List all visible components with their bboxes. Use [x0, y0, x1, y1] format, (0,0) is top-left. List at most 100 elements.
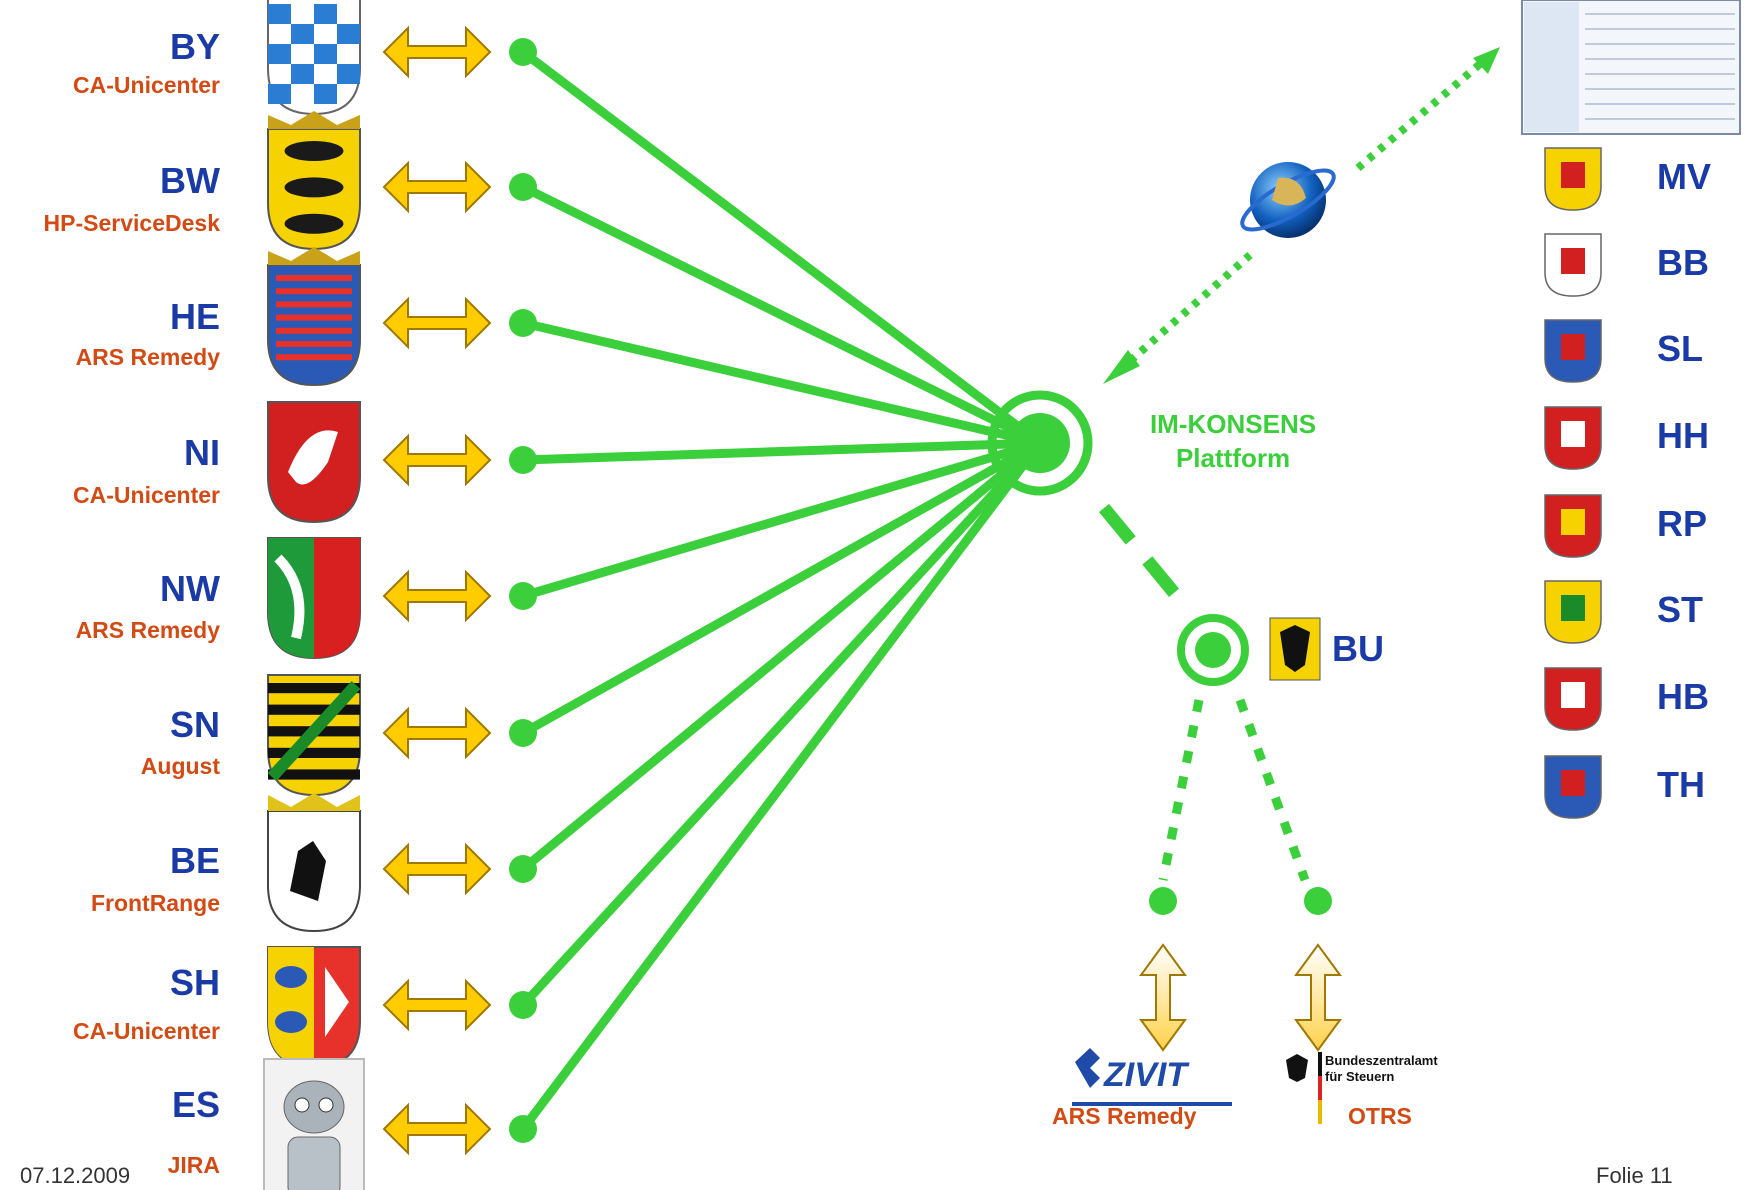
hesse-crest: [267, 247, 361, 387]
zivit-underline: [1072, 1102, 1232, 1106]
berlin-crest: [267, 793, 361, 933]
spoke-endpoint: [509, 309, 537, 337]
crown: [268, 793, 360, 811]
stripe: [276, 275, 352, 281]
state-code: RP: [1657, 503, 1708, 544]
state-code: SN: [169, 704, 220, 745]
bremen-crest: [1544, 667, 1602, 731]
bzst-logo-text: Bundeszentralamt für Steuern: [1325, 1053, 1438, 1084]
charge: [1561, 248, 1585, 274]
river: [274, 554, 305, 640]
spoke-endpoint: [509, 173, 537, 201]
stripe: [268, 747, 360, 758]
double-arrow-icon: [382, 978, 492, 1032]
platform-name: IM-KONSENS: [1149, 409, 1317, 439]
bzst-endpoint: [1304, 887, 1332, 915]
state-code: MV: [1657, 156, 1711, 197]
spoke-endpoint: [509, 991, 537, 1019]
stripe: [276, 301, 352, 308]
platform-subtitle: Plattform: [1175, 442, 1291, 473]
bear: [290, 841, 326, 901]
green-half: [268, 538, 314, 658]
bzst-logo: [1286, 1052, 1322, 1124]
bu-label: BU: [1332, 628, 1384, 669]
spoke-endpoint: [509, 855, 537, 883]
double-arrow-icon: [382, 706, 492, 760]
north-rhine-westphalia-crest: [267, 537, 361, 660]
lozenge: [314, 4, 337, 24]
saxony-anhalt-crest: [1544, 580, 1602, 644]
hamburg-crest: [1544, 406, 1602, 470]
lozenge: [291, 24, 314, 44]
ticket-tool: August: [140, 753, 220, 779]
rhineland-palatinate-crest: [1544, 494, 1602, 558]
spoke-endpoint: [509, 446, 537, 474]
horse: [288, 430, 338, 485]
stripe: [276, 354, 352, 361]
charge: [1561, 509, 1585, 535]
right-crests: [1544, 147, 1602, 819]
crown: [268, 111, 360, 129]
hub-center: [1010, 413, 1070, 473]
state-code: BB: [1657, 242, 1709, 283]
dotted-links: [1098, 47, 1500, 915]
lion: [284, 141, 344, 161]
double-arrow-icon: [382, 842, 492, 896]
state-code: HH: [1657, 415, 1709, 456]
double-arrows: [382, 25, 1342, 1156]
lozenge: [268, 84, 291, 104]
state-code: HB: [1657, 676, 1709, 717]
ticket-tool: FrontRange: [90, 890, 220, 916]
ticket-tool: JIRA: [167, 1152, 220, 1178]
state-code: ST: [1657, 589, 1704, 630]
left-crests: [263, 0, 365, 1190]
state-code: NI: [184, 432, 220, 473]
vertical-double-arrow-icon: [1294, 943, 1342, 1052]
charge: [1561, 334, 1585, 360]
bavaria-crest: [267, 0, 361, 116]
spoke-line: [518, 318, 1045, 448]
flag-black: [1318, 1052, 1322, 1076]
spoke-line: [518, 182, 1045, 448]
footer-slide-number: Folie 11: [1596, 1163, 1673, 1188]
spoke-endpoint: [509, 582, 537, 610]
stripe: [276, 341, 352, 347]
red-half: [314, 538, 360, 658]
zivit-mark: [1075, 1048, 1100, 1088]
flag-gold: [1318, 1100, 1322, 1124]
arrowhead-up: [1473, 47, 1500, 74]
double-arrow-icon: [382, 569, 492, 623]
charge: [1561, 682, 1585, 708]
stripe: [268, 704, 360, 715]
spoke-lines: [509, 38, 1045, 1143]
spoke-line: [518, 438, 1045, 1010]
platform-label: IM-KONSENS Plattform: [1118, 408, 1348, 476]
misc-graphics: ZIVIT: [1072, 0, 1741, 1124]
lion: [275, 966, 307, 988]
lion: [284, 213, 344, 234]
gold-half: [268, 947, 314, 1067]
charge: [1561, 770, 1585, 796]
crown: [268, 247, 360, 265]
double-arrow-icon: [382, 296, 492, 350]
bzst-eagle-icon: [1286, 1054, 1308, 1082]
thumbnail-sidebar: [1524, 2, 1579, 132]
double-arrow-icon: [382, 433, 492, 487]
federal-eagle-icon: [1280, 625, 1310, 672]
bzst-tool: OTRS: [1348, 1103, 1412, 1129]
zivit-logo: ZIVIT: [1072, 1048, 1232, 1106]
state-code: SL: [1657, 328, 1704, 369]
hub-to-bu-link: [1098, 503, 1186, 605]
bu-ring: [1177, 614, 1249, 686]
lozenge: [314, 44, 337, 64]
schleswig-holstein-crest: [267, 946, 361, 1069]
saxony-crest: [267, 674, 361, 797]
zivit-logo-text: ZIVIT: [1103, 1056, 1190, 1094]
thuringia-crest: [1544, 755, 1602, 819]
saarland-crest: [1544, 319, 1602, 383]
robot-body: [287, 1136, 341, 1190]
hub-ring: [987, 390, 1093, 496]
bu-to-bzst-link: [1235, 698, 1310, 882]
robot-mascot: [263, 1058, 365, 1190]
state-code: SH: [169, 962, 220, 1003]
